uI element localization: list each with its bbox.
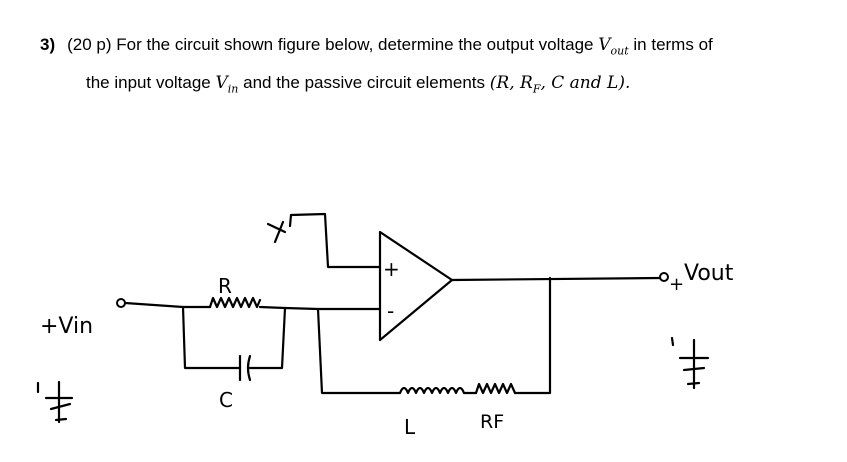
c-label: C	[219, 388, 233, 412]
opamp-triangle	[378, 230, 454, 342]
r-to-opamp-wire	[258, 305, 382, 311]
vout-plus-label: +	[669, 274, 684, 295]
l-label: L	[404, 415, 416, 439]
question-text-part1: For the circuit shown figure below, dete…	[116, 35, 594, 54]
vin-label: +Vin	[40, 314, 93, 339]
feedback-wire-left	[316, 307, 402, 395]
elements-list: (R, RF, C and L).	[489, 73, 631, 96]
resistor-rf	[474, 382, 517, 395]
capacitor-c	[238, 354, 252, 382]
r-label: R	[218, 274, 232, 298]
top-ground-symbol	[266, 220, 287, 244]
vout-label: Vout	[684, 261, 734, 286]
opamp-plus-label: +	[383, 257, 400, 281]
output-wire	[450, 276, 662, 282]
question-number: 3)	[40, 35, 56, 54]
question-text-part4: and the passive circuit elements	[243, 73, 486, 92]
rf-label: RF	[480, 411, 504, 433]
vin-terminal	[116, 298, 126, 308]
question-line-1: 3) (20 p) For the circuit shown figure be…	[40, 36, 713, 56]
vin-symbol: Vin	[215, 73, 239, 96]
question-text-part3: the input voltage	[86, 73, 211, 92]
resistor-r	[208, 296, 262, 309]
input-ground-symbol	[36, 380, 74, 424]
noninverting-input-wire	[288, 212, 382, 269]
vout-symbol: Vout	[598, 35, 629, 58]
inductor-l	[398, 386, 466, 395]
output-ground-symbol	[670, 336, 710, 390]
feedback-wire-right	[513, 276, 552, 395]
opamp-minus-label: -	[387, 299, 394, 323]
question-text-part2: in terms of	[633, 35, 713, 54]
question-points: (20 p)	[67, 35, 112, 54]
capacitor-branch-wire-right	[248, 306, 287, 370]
capacitor-branch-wire	[181, 305, 242, 370]
vout-terminal	[659, 272, 669, 282]
question-line-2: the input voltage Vin and the passive ci…	[86, 74, 630, 94]
input-wire	[123, 301, 212, 309]
